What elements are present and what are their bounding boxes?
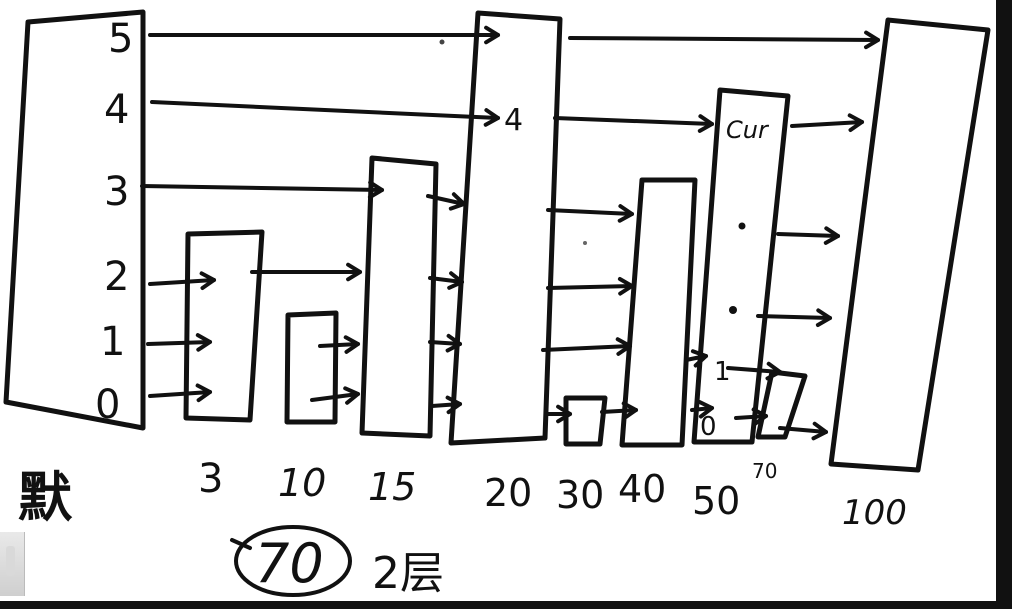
arrow-line <box>548 286 632 288</box>
arrow-line <box>152 102 498 118</box>
level-label-5: 5 <box>108 16 133 62</box>
node-label-head: 默 <box>18 466 73 529</box>
node-20-box <box>451 13 560 443</box>
arrow-line <box>142 186 382 190</box>
node-value-labels: 默 3 10 15 20 30 40 50 70 100 <box>18 456 907 533</box>
level-label-2: 2 <box>104 254 129 300</box>
node-50-cur-label: Cur <box>726 116 770 144</box>
stray-dot <box>583 241 587 245</box>
node-50-dot-lower <box>729 306 737 314</box>
screen-frame-right <box>996 0 1012 609</box>
arrow-line <box>548 210 632 214</box>
arrow-line <box>150 280 214 284</box>
node-label-15: 15 <box>368 465 416 509</box>
stray-dot <box>440 40 445 45</box>
arrow-line <box>792 122 862 126</box>
search-target-annotation: 70 2层 <box>232 527 444 599</box>
node-30-box <box>566 398 605 444</box>
node-label-3: 3 <box>198 456 223 502</box>
level-labels: 5 4 3 2 1 0 <box>95 16 133 428</box>
screen-frame-bottom <box>0 601 1012 609</box>
level-label-4: 4 <box>104 87 129 133</box>
node-label-50: 50 <box>692 479 740 523</box>
node-15-box <box>362 158 436 436</box>
node-10-box <box>287 313 336 422</box>
node-100-box <box>831 20 988 470</box>
arrow-line <box>758 316 830 318</box>
node-50-level1-label: 1 <box>714 357 731 387</box>
node-50-dot-upper <box>739 223 746 230</box>
arrow-line <box>150 392 210 396</box>
level-count-note: 2层 <box>372 548 444 599</box>
node-50-level0-label: 0 <box>700 412 717 442</box>
node-label-100: 100 <box>842 493 907 533</box>
node-label-10: 10 <box>278 461 326 505</box>
node-label-20: 20 <box>484 471 532 515</box>
node-40-box <box>622 180 695 445</box>
arrow-line <box>778 234 838 236</box>
arrow-line <box>543 346 630 350</box>
webcam-thumbnail <box>0 532 25 596</box>
search-target-value: 70 <box>255 532 324 595</box>
arrow-line <box>570 38 878 40</box>
node-20-level-label: 4 <box>504 103 523 138</box>
arrow-line <box>555 118 712 124</box>
node-head-box <box>6 12 143 428</box>
node-label-30: 30 <box>556 473 604 517</box>
node-label-70: 70 <box>752 459 777 483</box>
node-label-40: 40 <box>618 467 666 511</box>
node-rectangles <box>6 12 988 470</box>
level-label-0: 0 <box>95 382 120 428</box>
level-label-3: 3 <box>104 169 129 215</box>
arrow-line <box>148 342 210 344</box>
level-label-1: 1 <box>100 319 125 365</box>
